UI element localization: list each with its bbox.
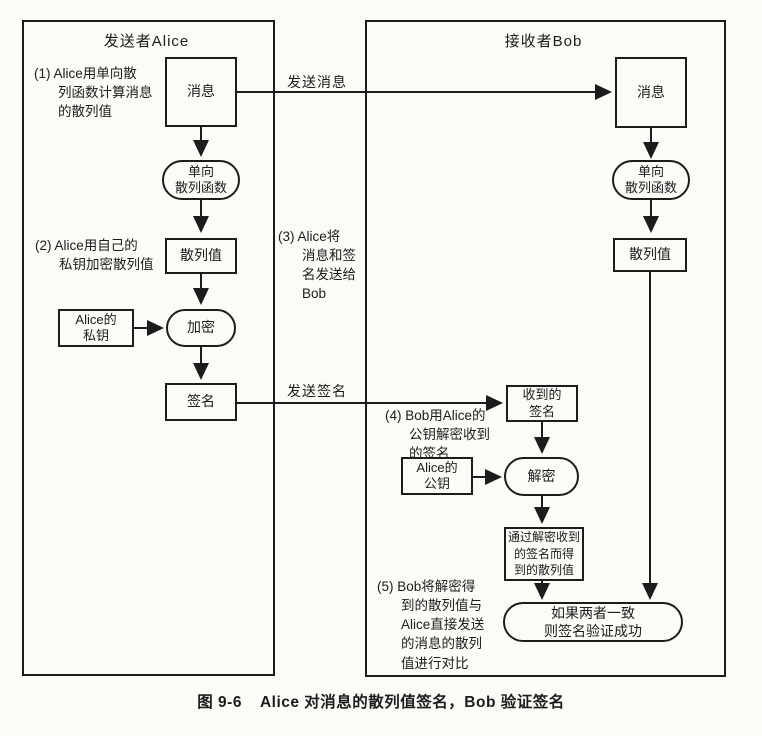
- receiver-panel-title: 接收者Bob: [504, 33, 583, 50]
- hash-value-box-receiver: 散列值: [613, 238, 687, 272]
- message-box-sender: 消息: [165, 57, 237, 127]
- sender-panel: [22, 20, 275, 676]
- step1-note: (1) Alice用单向散 列函数计算消息 的散列值: [34, 66, 153, 120]
- signature-box: 签名: [165, 383, 237, 421]
- private-key-box: Alice的 私钥: [58, 309, 134, 347]
- receiver-panel: [365, 20, 726, 677]
- step5-note: (5) Bob将解密得 到的散列值与 Alice直接发送 的消息的散列 值进行对…: [377, 579, 485, 671]
- step4-note: (4) Bob用Alice的 公钥解密收到 的签名: [385, 408, 490, 462]
- received-signature-box: 收到的 签名: [506, 385, 578, 422]
- figure-number: 图 9-6: [197, 694, 242, 711]
- message-box-receiver: 消息: [615, 57, 687, 128]
- figure-caption-text: Alice 对消息的散列值签名，Bob 验证签名: [259, 694, 565, 711]
- decrypt-box: 解密: [504, 457, 579, 496]
- encrypt-box: 加密: [166, 309, 236, 347]
- figure-caption: 图 9-6 Alice 对消息的散列值签名，Bob 验证签名: [0, 690, 762, 712]
- decrypted-hash-box: 通过解密收到 的签名而得 到的散列值: [504, 527, 584, 581]
- step2-note: (2) Alice用自己的 私钥加密散列值: [35, 238, 154, 273]
- step3-note: (3) Alice将 消息和签 名发送给 Bob: [278, 229, 356, 302]
- send-message-label: 发送消息: [287, 74, 347, 90]
- sender-panel-title: 发送者Alice: [103, 33, 190, 50]
- public-key-box: Alice的 公钥: [401, 457, 473, 495]
- hash-fn-receiver: 单向 散列函数: [612, 160, 690, 200]
- hash-fn-sender: 单向 散列函数: [162, 160, 240, 200]
- verify-result-box: 如果两者一致 则签名验证成功: [503, 602, 683, 642]
- send-signature-label: 发送签名: [287, 383, 347, 399]
- hash-value-box-sender: 散列值: [165, 238, 237, 274]
